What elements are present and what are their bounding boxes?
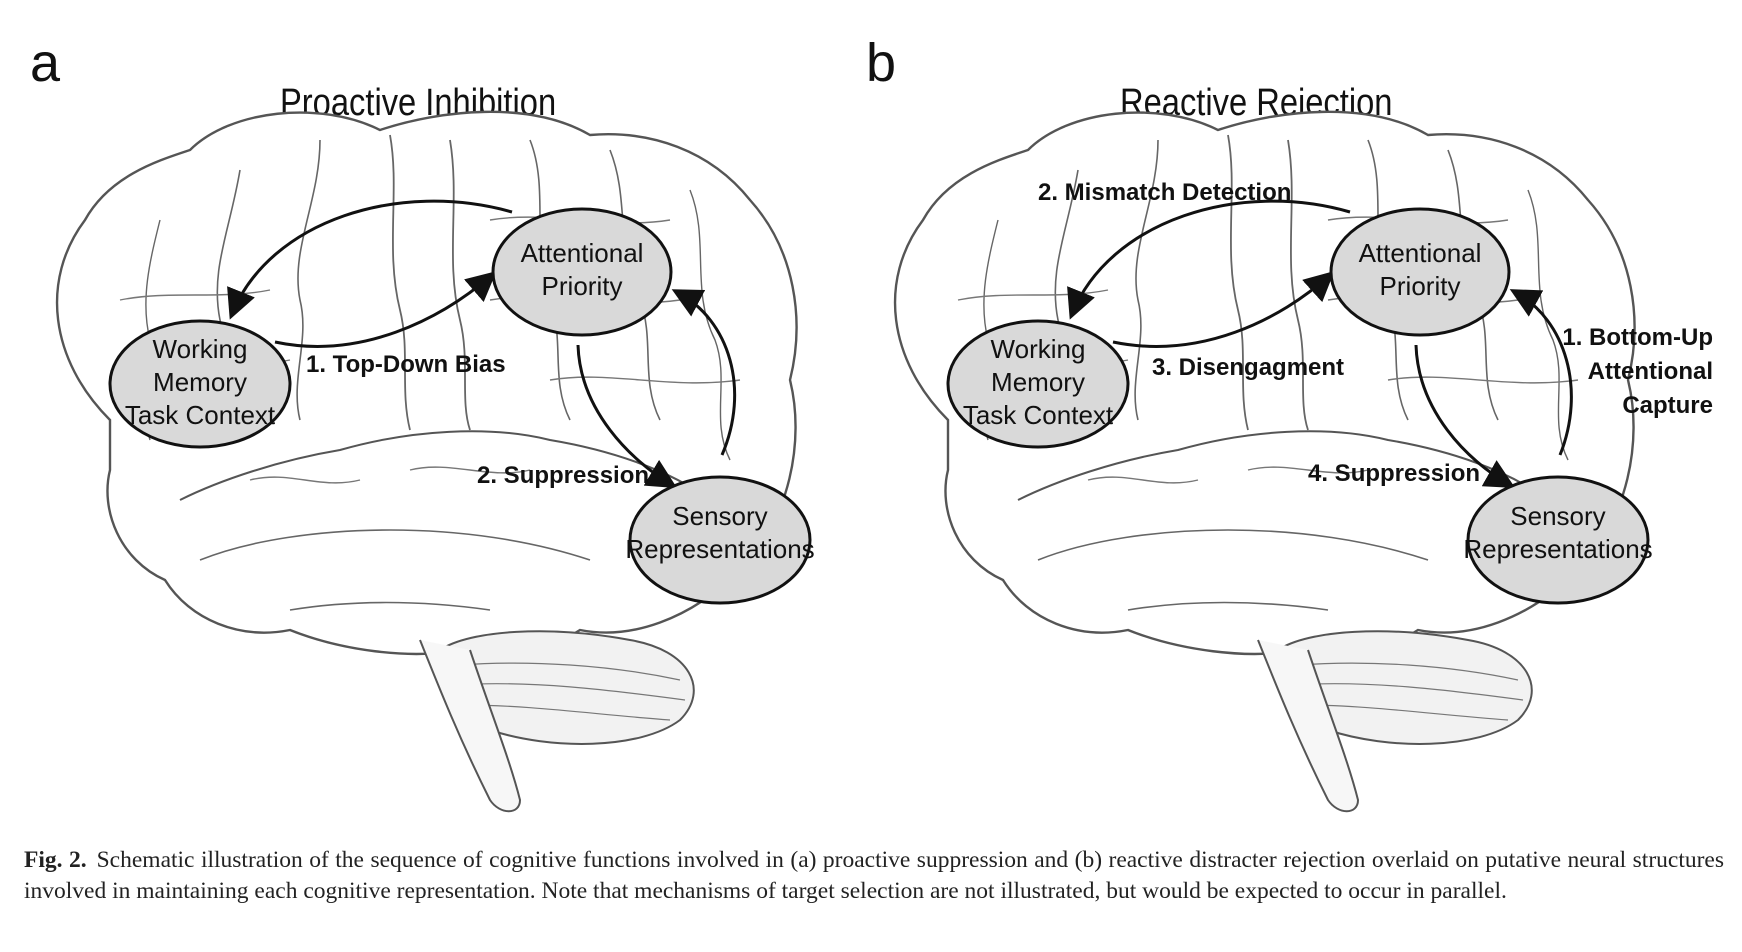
node-label: Task Context: [963, 400, 1114, 430]
node-label: Representations: [625, 534, 814, 564]
node-label: Priority: [1380, 271, 1461, 301]
panel-b-label-mismatch-detection: 2. Mismatch Detection: [1038, 179, 1291, 206]
panel-b-node-sensory: Sensory Representations: [1463, 475, 1653, 605]
panel-a-label-suppression: 2. Suppression: [477, 462, 649, 489]
node-label: Memory: [991, 367, 1085, 397]
arrow-sensory-to-ap: [1509, 289, 1573, 456]
panel-b-brain: [893, 110, 1636, 813]
panel-b-label-bottom-up-3: Capture: [1622, 392, 1713, 419]
panel-a-brain: [55, 110, 798, 813]
diagram-canvas: Attentional Priority Working Memory Task…: [55, 110, 1713, 813]
arrow-ap-to-wm: [227, 199, 513, 320]
panel-a-node-attentional-priority: Attentional Priority: [491, 207, 673, 337]
panel-a-node-sensory: Sensory Representations: [625, 475, 815, 605]
node-label: Attentional: [1359, 238, 1482, 268]
panel-b-label-suppression: 4. Suppression: [1308, 460, 1480, 487]
caption-text: Schematic illustration of the sequence o…: [24, 847, 1725, 904]
node-label: Representations: [1463, 534, 1652, 564]
node-label: Working: [153, 334, 248, 364]
node-label: Attentional: [521, 238, 644, 268]
panel-b-label-bottom-up-2: Attentional: [1588, 358, 1713, 385]
node-label: Memory: [153, 367, 247, 397]
arrow-ap-to-sensory: [576, 344, 678, 489]
arrow-wm-to-ap: [274, 271, 497, 348]
panel-a-arrows: [227, 199, 737, 489]
panel-a-letter: a: [30, 33, 61, 93]
figure: a Proactive Inhibition b Reactive Reject…: [30, 33, 1713, 813]
arrow-ap-to-sensory: [1414, 344, 1516, 488]
arrow-sensory-to-ap: [671, 289, 737, 456]
panel-a-label-top-down-bias: 1. Top-Down Bias: [306, 351, 506, 378]
figure-caption: Fig. 2.Schematic illustration of the seq…: [24, 845, 1724, 907]
panel-b-node-working-memory: Working Memory Task Context: [946, 319, 1130, 449]
caption-label: Fig. 2.: [24, 847, 87, 873]
arrow-wm-to-ap: [1112, 270, 1335, 348]
panel-b-label-disengagement: 3. Disengagment: [1152, 354, 1344, 381]
panel-a-node-working-memory: Working Memory Task Context: [108, 319, 292, 449]
panel-b-label-bottom-up-1: 1. Bottom-Up: [1562, 324, 1713, 351]
node-label: Sensory: [672, 501, 767, 531]
panel-b-letter: b: [866, 33, 897, 93]
arrow-ap-to-wm: [1067, 199, 1351, 320]
panel-b-node-attentional-priority: Attentional Priority: [1329, 207, 1511, 337]
node-label: Working: [991, 334, 1086, 364]
node-label: Priority: [542, 271, 623, 301]
node-label: Sensory: [1510, 501, 1605, 531]
panel-b-arrows: [1067, 199, 1573, 488]
node-label: Task Context: [125, 400, 276, 430]
